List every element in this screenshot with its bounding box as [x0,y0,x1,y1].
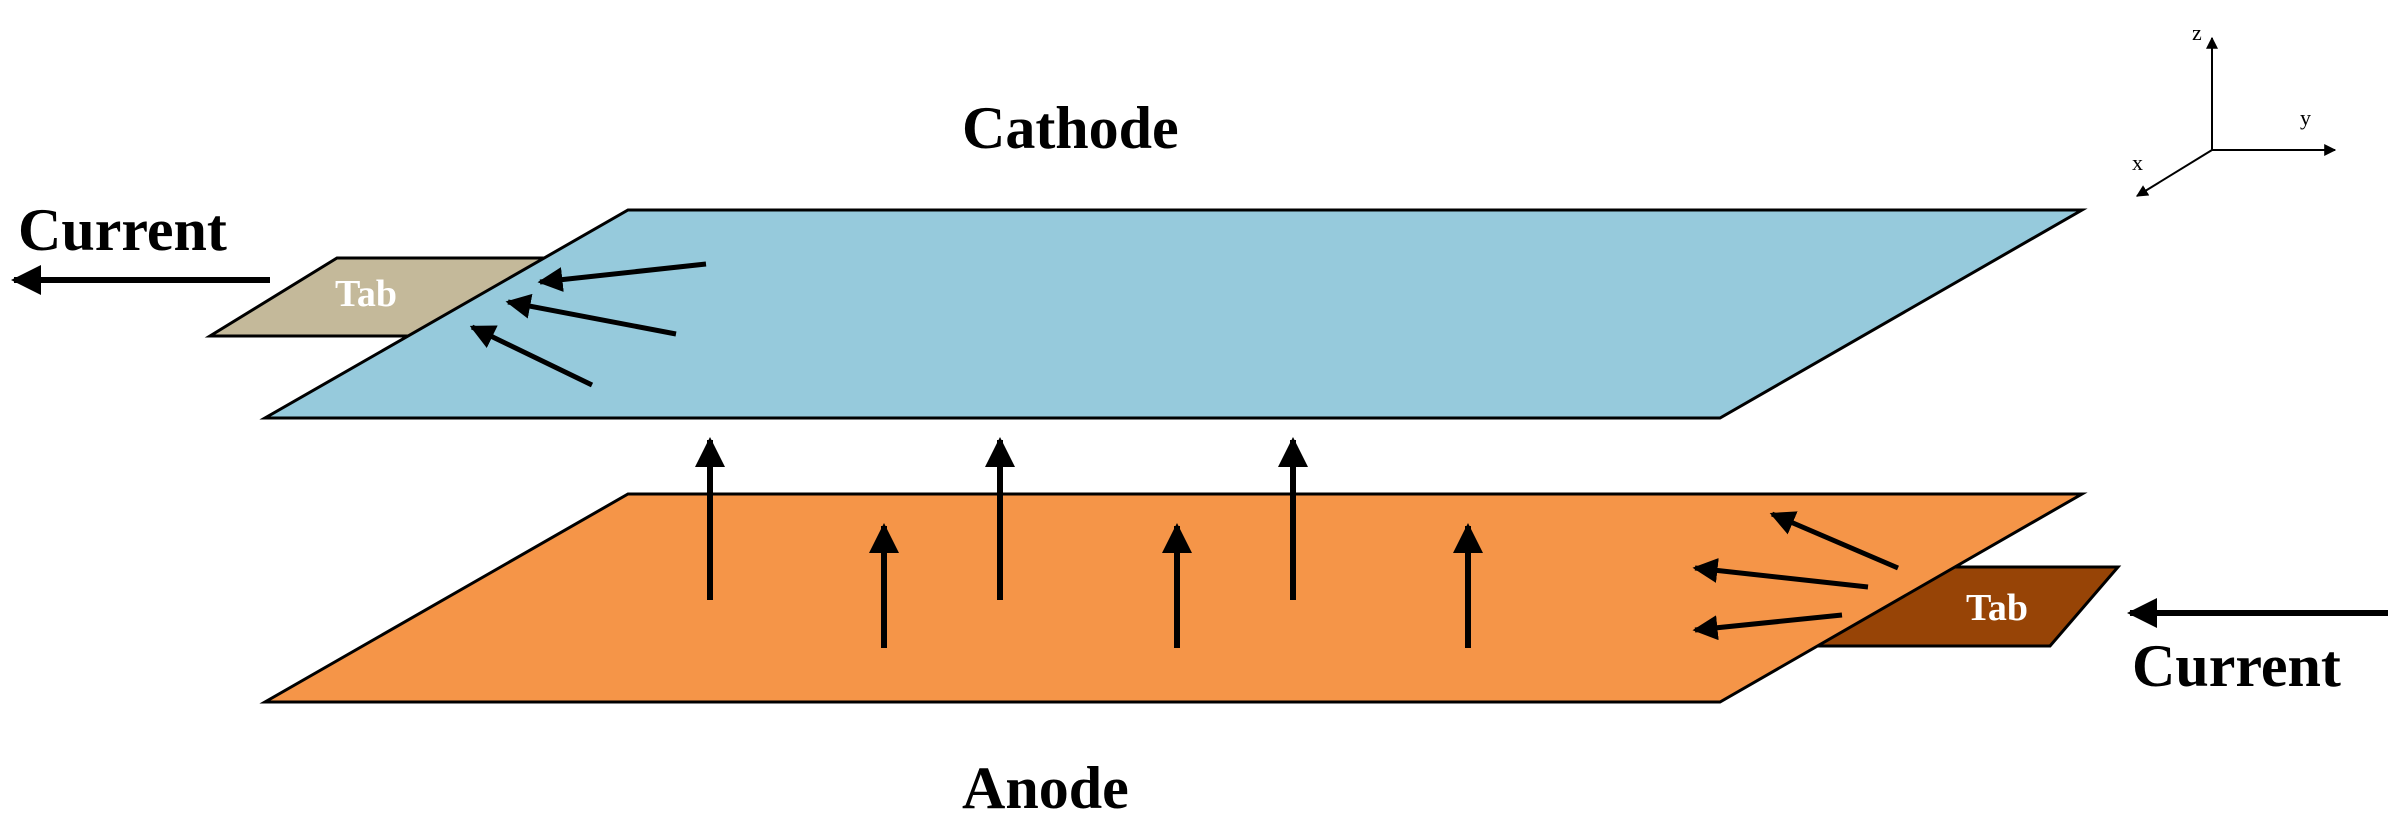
x-axis-label: x [2132,150,2143,175]
cathode-flow-arrow [469,324,594,388]
anode-flow-arrow [1692,612,1843,641]
cathode-tab-label: Tab [335,273,397,315]
anode-plate [259,492,2088,704]
cathode-flow-arrows [469,261,707,388]
anode-flow-arrows [1692,511,1899,641]
y-axis-label: y [2300,105,2311,130]
vertical-current-arrows [695,437,1483,648]
cathode-flow-arrow [537,261,707,293]
cathode-flow-arrow [505,293,677,337]
anode-tab-label: Tab [1966,587,2028,629]
cathode-plate [259,208,2088,420]
anode-flow-arrow [1692,558,1869,590]
axis-triad: z y x [2132,20,2337,197]
current-left-label: Current [18,197,227,263]
x-axis [2135,149,2213,197]
anode-label: Anode [962,755,1129,821]
cathode-label: Cathode [962,95,1179,161]
z-axis-label: z [2192,20,2202,45]
anode-flow-arrow [1769,511,1899,571]
current-right-label: Current [2132,633,2341,699]
